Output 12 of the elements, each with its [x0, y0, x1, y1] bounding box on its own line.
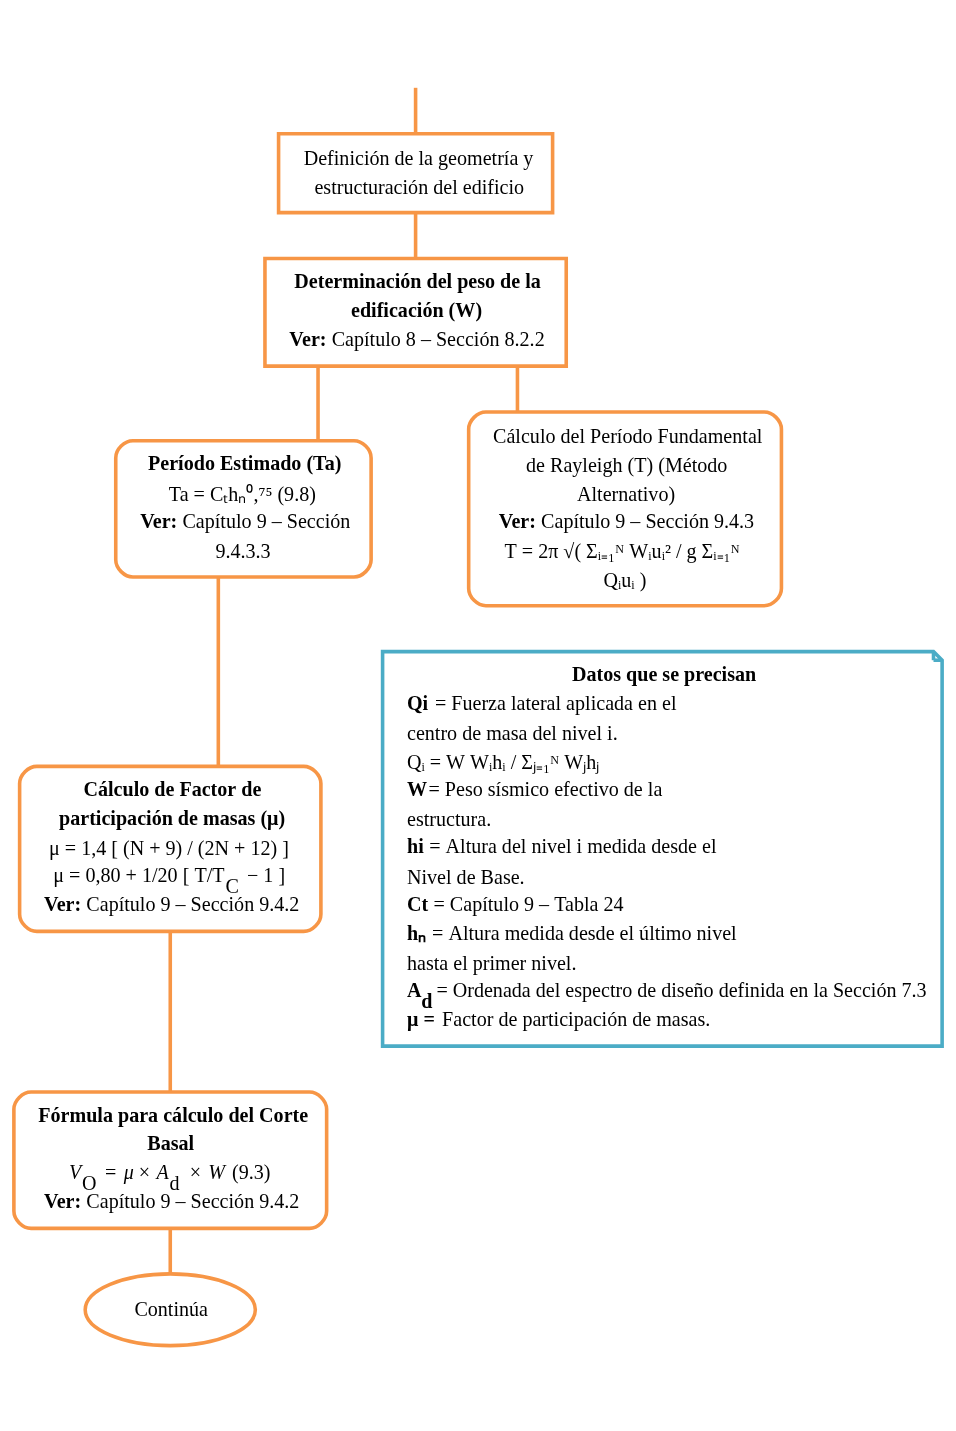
node-ellipse: Continúa: [83, 1271, 258, 1347]
connector: [316, 366, 320, 440]
node-box: Cálculo del Período Fundamental de Rayleigh (T) (Método Alternativo) Ver: Capítulo 9 – Sección 9.4.3 T = 2π √( Σᵢ₌₁ᴺ Wᵢuᵢ² / g Σᵢ₌₁ᴺ Qᵢuᵢ ): [466, 409, 784, 607]
node-box: Determinación del peso de la edificación (W) Ver: Capítulo 8 – Sección 8.2.2: [263, 256, 569, 368]
node-box: Definición de la geometría y estructuración del edificio: [276, 131, 555, 214]
connector: [168, 930, 173, 1092]
node-box: Período Estimado (Ta) Ta = Cₜhₙ⁰,⁷⁵ (9.8) Ver: Capítulo 9 – Sección 9.4.3.3: [113, 438, 373, 579]
connector: [168, 1227, 173, 1274]
connector: [515, 366, 520, 412]
connector: [216, 576, 221, 766]
connector: [413, 212, 418, 258]
connector: [413, 87, 418, 133]
